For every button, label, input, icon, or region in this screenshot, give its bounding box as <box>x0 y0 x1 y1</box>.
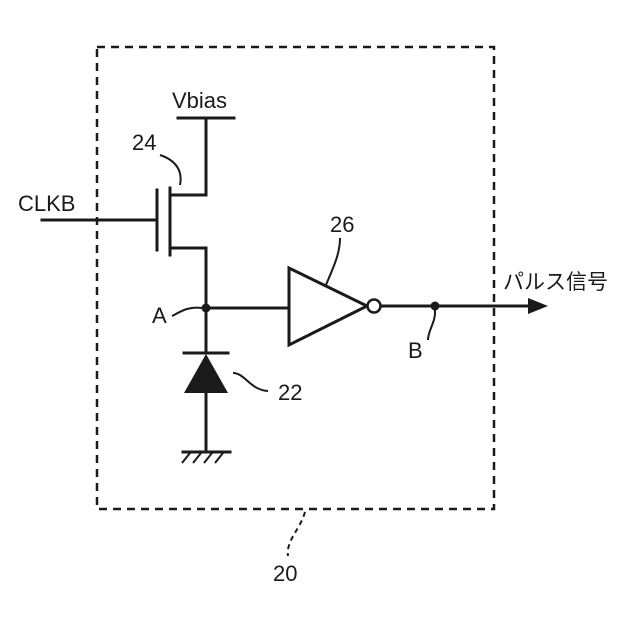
block-leader <box>288 512 305 556</box>
block-ref-label: 20 <box>273 561 297 586</box>
output-label: パルス信号 <box>503 270 608 294</box>
transistor-ref-label: 24 <box>132 130 156 155</box>
diode-22 <box>184 353 228 452</box>
ground-symbol <box>182 452 230 463</box>
output-arrowhead <box>528 298 548 314</box>
node-a-label: A <box>152 303 167 328</box>
transistor-leader <box>160 155 181 185</box>
diode-leader <box>233 373 268 391</box>
node-b-dot <box>431 302 440 311</box>
node-b-label: B <box>408 338 423 363</box>
inverter-leader <box>326 238 340 285</box>
inverter-ref-label: 26 <box>330 212 354 237</box>
node-b-leader <box>428 310 435 340</box>
node-a-leader <box>172 308 202 316</box>
inverter-26 <box>289 268 381 345</box>
ground-hatch-4 <box>215 453 223 463</box>
ground-hatch-2 <box>193 453 201 463</box>
diode-ref-label: 22 <box>278 380 302 405</box>
vbias-label: Vbias <box>172 88 227 113</box>
ground-hatch-3 <box>204 453 212 463</box>
inverter-bubble <box>368 300 381 313</box>
diode-triangle <box>184 354 228 393</box>
clkb-label: CLKB <box>18 191 75 216</box>
ground-hatch-1 <box>182 453 190 463</box>
